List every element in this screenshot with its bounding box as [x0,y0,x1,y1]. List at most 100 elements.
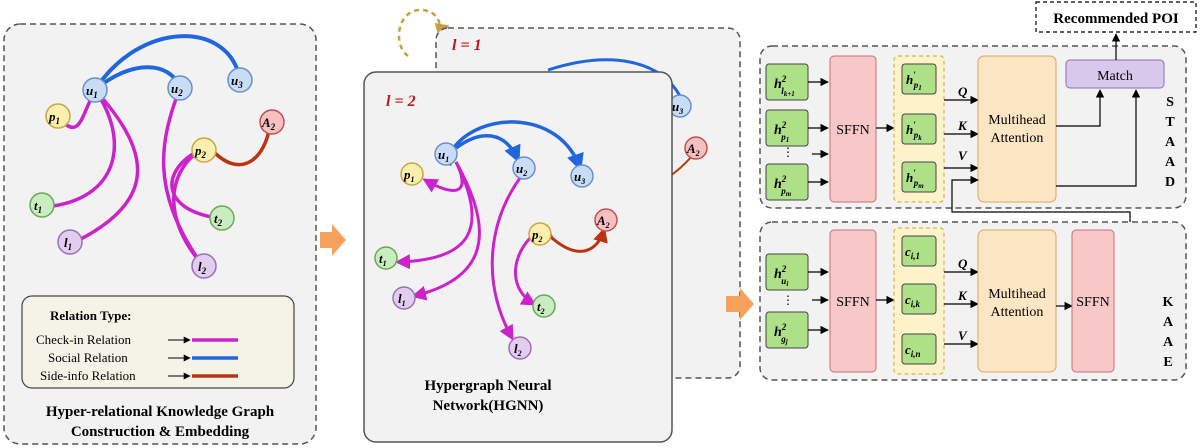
svg-text:A2: A2 [261,115,276,132]
svg-text:p2: p2 [194,143,207,160]
kaae-k: K [957,288,968,303]
staad-side-T: T [1165,115,1175,130]
layer-2-label: l = 2 [386,93,416,110]
checkin-edge [411,161,481,301]
staad-attention-1: Multihead [988,113,1046,128]
kaae-mid-1: ci,1 [901,235,937,267]
kaae-sffn-left: SFFN [836,295,869,310]
svg-text:u3: u3 [672,99,683,116]
svg-text:t2: t2 [537,299,545,316]
svg-text:u1: u1 [86,83,98,100]
node-u2: u2 [167,75,193,101]
svg-text:p2: p2 [531,227,543,244]
node-t1: t1 [29,192,55,218]
staad-v: V [958,148,968,163]
panel-hgnn: l = 1 u3 A2 l = 2 u1 u2 [363,8,741,443]
node-p1: p1 [45,103,71,129]
back-node-A2: A2 [684,136,708,160]
svg-text:A2: A2 [596,213,610,230]
checkin-edge [74,88,140,244]
svg-text:A2: A2 [686,141,700,158]
social-edge [454,134,521,164]
kaae-attention-2: Attention [991,305,1044,320]
node-l2: l2 [191,253,217,279]
hgnn-node-p2: p2 [528,222,552,246]
svg-text:ci,k: ci,k [905,292,921,309]
staad-mid-2: h′pk [901,113,937,145]
checkin-edge [490,177,522,341]
staad-attention-2: Attention [991,131,1044,146]
svg-text:l2: l2 [514,341,522,358]
node-u1: u1 [82,77,108,103]
staad-sffn: SFFN [836,123,869,138]
hgnn-node-A2: A2 [594,208,618,232]
checkin-edge [44,88,117,209]
svg-text:⋮: ⋮ [782,293,794,307]
svg-text:⋮: ⋮ [782,145,794,159]
panel-b-caption-1: Hypergraph Neural [424,378,551,394]
svg-text:l1: l1 [398,291,406,308]
legend-social-label: Social Relation [48,350,128,365]
flow-arrow [320,224,346,256]
checkin-edge [514,236,537,306]
svg-text:u2: u2 [171,81,183,98]
recommended-poi-label: Recommended POI [1053,11,1179,27]
checkin-edge [170,148,219,220]
panel-b-caption-2: Network(HGNN) [433,398,544,414]
kaae-side-A2: A [1163,335,1174,350]
node-t2: t2 [209,205,235,231]
kaae-sffn-right: SFFN [1076,295,1109,310]
kaae-side-A1: A [1163,315,1174,330]
hgnn-node-u3: u3 [570,164,594,188]
relation-legend: Relation Type: Check-in Relation Social … [21,295,295,389]
kaae-mid-2: ci,k [901,283,937,315]
checkin-edge [395,161,474,270]
layer-loop-arrow [397,8,450,57]
svg-text:h′pk: h′pk [906,120,922,142]
node-u3: u3 [227,67,253,93]
staad-mid-1: h′p1 [901,63,937,95]
staad-q: Q [958,84,968,99]
staad-side-A2: A [1165,155,1176,170]
sideinfo-edge [538,224,608,253]
hgnn-node-l1: l1 [392,286,416,310]
panel-knowledge-graph: u1 u2 u3 p1 p2 A2 t1 t2 [3,23,317,445]
flow-arrow [726,288,754,320]
kaae-mid-3: ci,n [901,333,937,365]
kaae-q: Q [958,256,968,271]
checkin-edge [172,148,202,264]
svg-text:u1: u1 [438,147,449,164]
hgnn-node-t1: t1 [374,246,398,270]
sideinfo-edge [210,124,272,167]
svg-text:ci,1: ci,1 [905,244,920,261]
layer-1-label: l = 1 [452,37,482,54]
hgnn-node-t2: t2 [532,294,556,318]
kaae-side-E: E [1163,355,1172,370]
svg-text:ci,n: ci,n [905,342,921,359]
legend-title: Relation Type: [50,308,132,323]
staad-k: K [957,118,968,133]
svg-text:p1: p1 [48,109,60,126]
panel-a-caption-1: Hyper-relational Knowledge Graph [46,404,275,420]
svg-text:t1: t1 [379,251,387,268]
svg-text:u2: u2 [516,161,527,178]
legend-checkin-label: Check-in Relation [36,332,131,347]
staad-side-A1: A [1165,135,1176,150]
svg-text:u3: u3 [574,169,585,186]
hgnn-node-l2: l2 [508,336,532,360]
staad-match: Match [1097,69,1133,84]
panel-a-caption-2: Construction & Embedding [71,424,250,440]
node-A2: A2 [259,109,285,135]
hgnn-node-u1: u1 [434,142,458,166]
